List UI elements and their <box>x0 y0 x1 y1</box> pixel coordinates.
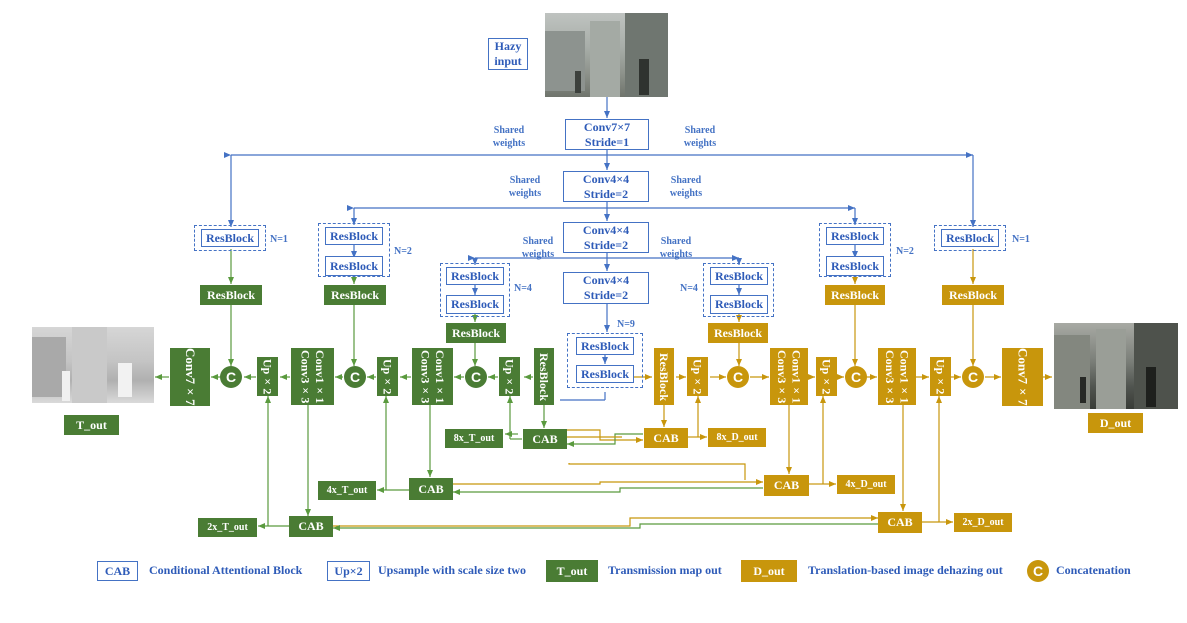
shared-weights-label: Shared weights <box>492 125 526 149</box>
n4-label-right: N=4 <box>680 283 698 294</box>
orange-up2-3: Up×2 <box>930 357 951 396</box>
d-out-4x: 4x_D_out <box>837 475 895 494</box>
transmission-map-output-image <box>32 327 154 403</box>
green-conv1x1-conv3x3-1: Conv1×1 Conv3×3 <box>291 348 334 405</box>
orange-cab-2x: CAB <box>878 512 922 533</box>
concat-icon: C <box>465 366 487 388</box>
resblock-n4-right-1: ResBlock <box>710 267 768 285</box>
n2-label-right: N=2 <box>896 246 914 257</box>
orange-conv1x1-conv3x3-2: Conv1×1 Conv3×3 <box>878 348 916 405</box>
green-cab-2x: CAB <box>289 516 333 537</box>
green-conv1x1-conv3x3-2: Conv1×1 Conv3×3 <box>412 348 453 405</box>
d-out-label: D_out <box>1088 413 1143 433</box>
shared-weights-label: Shared weights <box>659 236 693 260</box>
concat-icon: C <box>727 366 749 388</box>
resblock-n2-right-2: ResBlock <box>826 256 884 276</box>
t-out-4x: 4x_T_out <box>318 481 376 500</box>
green-up2-1: Up×2 <box>257 357 278 396</box>
legend-d-key: D_out <box>741 560 797 582</box>
legend-up-key: Up×2 <box>327 561 370 581</box>
legend-t-text: Transmission map out <box>608 563 722 577</box>
green-resblock-1: ResBlock <box>200 285 262 305</box>
resblock-n4-left-2: ResBlock <box>446 295 504 314</box>
legend-cab-text: Conditional Attentional Block <box>149 563 303 577</box>
green-up2-2: Up×2 <box>377 357 398 396</box>
concat-icon: C <box>220 366 242 388</box>
shared-weights-label: Shared weights <box>521 236 555 260</box>
bottleneck-resblock-1: ResBlock <box>576 337 634 355</box>
orange-resblock-1: ResBlock <box>942 285 1004 305</box>
green-conv7x7: Conv7×7 <box>170 348 210 406</box>
resblock-n2-left-2: ResBlock <box>325 256 383 276</box>
resblock-group-n4-left <box>440 263 510 317</box>
orange-conv7x7: Conv7×7 <box>1002 348 1043 406</box>
hazy-input-label: Hazy input <box>488 38 528 70</box>
green-resblock-2: ResBlock <box>324 285 386 305</box>
resblock-n1-left: ResBlock <box>201 229 259 247</box>
resblock-n2-right-1: ResBlock <box>826 227 884 245</box>
concat-icon: C <box>845 366 867 388</box>
n4-label-left: N=4 <box>514 283 532 294</box>
hazy-input-image <box>545 13 668 97</box>
resblock-group-n1-left <box>194 225 266 251</box>
n9-label: N=9 <box>617 319 635 330</box>
orange-cab-4x: CAB <box>764 475 809 496</box>
shared-weights-label: Shared weights <box>508 175 542 199</box>
n1-label-left: N=1 <box>270 234 288 245</box>
orange-up2-2: Up×2 <box>816 357 837 396</box>
resblock-group-n2-right <box>819 223 891 277</box>
conv4x4-stride2-b: Conv4×4 Stride=2 <box>563 222 649 253</box>
resblock-group-n2-left <box>318 223 390 277</box>
d-out-2x: 2x_D_out <box>954 513 1012 532</box>
green-cab-4x: CAB <box>409 478 453 500</box>
bottleneck-resblock-2: ResBlock <box>576 365 634 383</box>
resblock-n4-right-2: ResBlock <box>710 295 768 314</box>
t-out-label: T_out <box>64 415 119 435</box>
shared-weights-label: Shared weights <box>669 175 703 199</box>
concat-icon: C <box>344 366 366 388</box>
d-out-8x: 8x_D_out <box>708 428 766 447</box>
legend-up-text: Upsample with scale size two <box>378 563 526 577</box>
orange-conv1x1-conv3x3-1: Conv1×1 Conv3×3 <box>770 348 808 405</box>
orange-cab-8x: CAB <box>644 428 688 448</box>
legend-concat-icon: C <box>1027 560 1049 582</box>
conv4x4-stride2-c: Conv4×4 Stride=2 <box>563 272 649 304</box>
legend-t-key: T_out <box>546 560 598 582</box>
green-cab-8x: CAB <box>523 429 567 449</box>
t-out-2x: 2x_T_out <box>198 518 257 537</box>
green-up2-3: Up×2 <box>499 357 520 396</box>
dehazed-output-image <box>1054 323 1178 409</box>
resblock-group-n1-right <box>934 225 1006 251</box>
conv7x7-stride1: Conv7×7 Stride=1 <box>565 119 649 150</box>
conv4x4-stride2-a: Conv4×4 Stride=2 <box>563 171 649 202</box>
orange-up2-1: Up×2 <box>687 357 708 396</box>
green-resblock-3: ResBlock <box>446 323 506 343</box>
n1-label-right: N=1 <box>1012 234 1030 245</box>
orange-resblock-vertical: ResBlock <box>654 348 674 405</box>
shared-weights-label: Shared weights <box>683 125 717 149</box>
t-out-8x: 8x_T_out <box>445 429 503 448</box>
legend-cab-key: CAB <box>97 561 138 581</box>
orange-resblock-2: ResBlock <box>825 285 885 305</box>
legend-concat-text: Concatenation <box>1056 563 1131 577</box>
resblock-n4-left-1: ResBlock <box>446 267 504 285</box>
resblock-group-n4-right <box>703 263 774 317</box>
orange-resblock-3: ResBlock <box>708 323 768 343</box>
green-resblock-vertical: ResBlock <box>534 348 554 405</box>
n2-label-left: N=2 <box>394 246 412 257</box>
resblock-n1-right: ResBlock <box>941 229 999 247</box>
legend-d-text: Translation-based image dehazing out <box>808 563 1003 577</box>
resblock-n2-left-1: ResBlock <box>325 227 383 245</box>
concat-icon: C <box>962 366 984 388</box>
bottleneck-group <box>567 333 643 388</box>
